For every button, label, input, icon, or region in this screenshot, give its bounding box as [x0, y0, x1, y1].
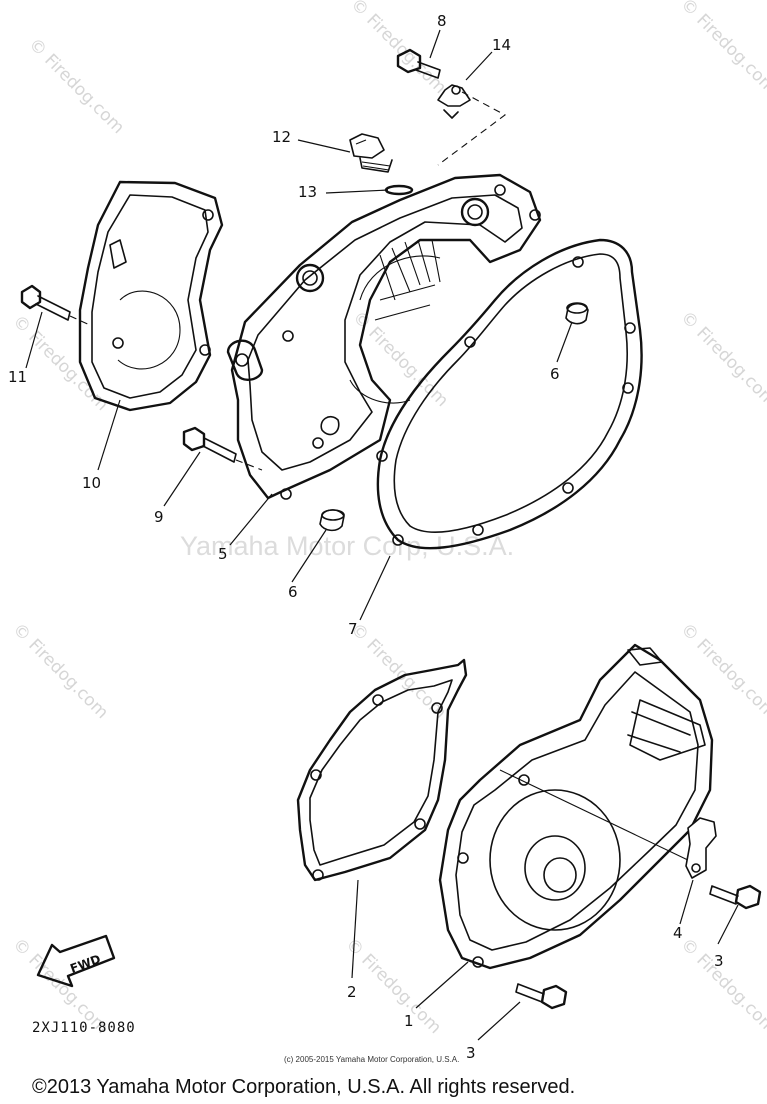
callout-9: 9 [154, 508, 164, 526]
callout-4: 4 [673, 924, 683, 942]
callout-5: 5 [218, 545, 228, 563]
watermark-lr: © Firedog.com [676, 619, 767, 723]
callout-2: 2 [347, 983, 357, 1001]
part-2-gasket [296, 658, 468, 882]
callout-10: 10 [82, 474, 101, 492]
callout-1: 1 [404, 1012, 414, 1030]
watermark-tl: © Firedog.com [24, 34, 128, 138]
watermark-tr: © Firedog.com [676, 0, 767, 98]
part-8-bolt [396, 48, 441, 79]
callout-11: 11 [8, 368, 27, 386]
part-1-crankcase-cover [438, 643, 714, 970]
fwd-label: FWD [68, 952, 102, 976]
part-9-bolt [182, 426, 263, 471]
watermark-ll: © Firedog.com [8, 619, 112, 723]
watermark-br: © Firedog.com [676, 934, 767, 1038]
watermark-center-large: Yamaha Motor Corp, U.S.A. [180, 531, 514, 561]
small-copyright: (c) 2005-2015 Yamaha Motor Corporation, … [284, 1055, 459, 1064]
callout-13: 13 [298, 183, 317, 201]
part-11-bolt [20, 284, 93, 327]
part-12-oil-filler-plug [349, 133, 393, 173]
watermark-layer: © Firedog.com © Firedog.com © Firedog.co… [8, 0, 767, 1038]
part-14-clamp [437, 84, 507, 166]
watermark-bc: © Firedog.com [341, 934, 445, 1038]
callout-6-upper: 6 [550, 365, 560, 383]
part-3-bolt-lower [515, 983, 568, 1010]
callout-12: 12 [272, 128, 291, 146]
callout-14: 14 [492, 36, 511, 54]
watermark-lc: © Firedog.com [346, 619, 450, 723]
part-7-gasket [376, 238, 643, 550]
callout-8: 8 [437, 12, 447, 30]
watermark-mr: © Firedog.com [676, 307, 767, 411]
callout-3-lower: 3 [466, 1044, 476, 1062]
leader-lines [25, 29, 739, 1041]
watermark-tc: © Firedog.com [346, 0, 450, 98]
callout-6-lower: 6 [288, 583, 298, 601]
diagram-part-number: 2XJ110-8080 [32, 1020, 136, 1036]
part-3-bolt-right [709, 884, 762, 910]
callout-7: 7 [348, 620, 358, 638]
callout-3-right: 3 [714, 952, 724, 970]
part-5-crankcase-cover [226, 173, 542, 500]
copyright-footer: ©2013 Yamaha Motor Corporation, U.S.A. A… [32, 1076, 575, 1098]
callout-labels: 8 14 12 13 11 10 9 5 6 6 7 2 1 3 4 3 [8, 12, 724, 1062]
part-6-dowel-pins [319, 302, 589, 532]
part-13-o-ring [384, 184, 414, 196]
part-4-clamp [685, 817, 717, 879]
part-10-outer-cover [78, 180, 224, 412]
